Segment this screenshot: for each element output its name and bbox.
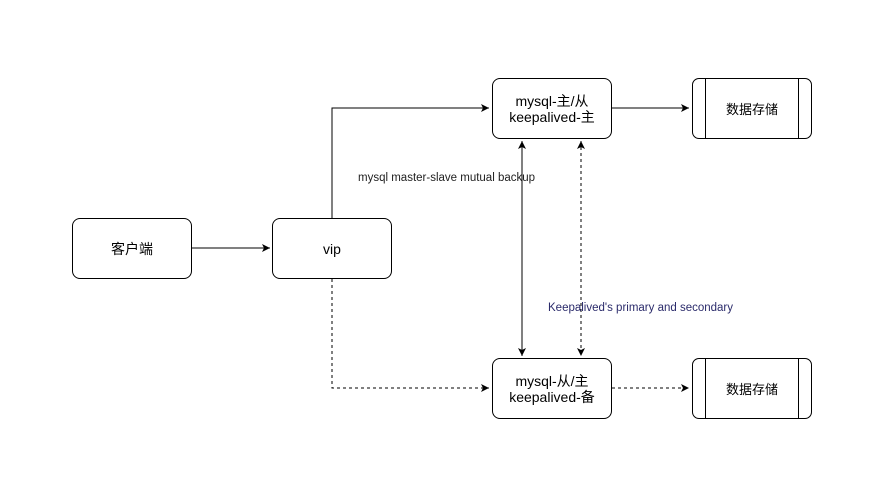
storage-bottom-left-bar [705, 359, 706, 418]
mysql-master-line1: mysql-主/从 [515, 92, 589, 109]
client-node[interactable]: 客户端 [72, 218, 192, 279]
keepalived-label: Keepalived's primary and secondary [548, 302, 734, 314]
mysql-master-node[interactable]: mysql-主/从 keepalived-主 [492, 78, 612, 139]
mysql-slave-node[interactable]: mysql-从/主 keepalived-备 [492, 358, 612, 419]
client-label: 客户端 [111, 240, 153, 257]
vip-node[interactable]: vip [272, 218, 392, 279]
mysql-slave-line1: mysql-从/主 [515, 372, 589, 389]
storage-bottom-right-bar [798, 359, 799, 418]
storage-top-node[interactable]: 数据存储 [692, 78, 812, 139]
mysql-backup-label: mysql master-slave mutual backup [358, 172, 536, 184]
storage-top-label: 数据存储 [725, 102, 778, 117]
edge-vip-master [331, 104, 489, 218]
storage-top-right-bar [798, 79, 799, 138]
storage-bottom-label: 数据存储 [725, 382, 778, 397]
mysql-slave-line2: keepalived-备 [509, 388, 595, 405]
mysql-master-line2: keepalived-主 [509, 108, 595, 125]
storage-bottom-node[interactable]: 数据存储 [692, 358, 812, 419]
vip-label: vip [323, 240, 341, 257]
edge-vip-slave [331, 279, 489, 392]
storage-top-left-bar [705, 79, 706, 138]
